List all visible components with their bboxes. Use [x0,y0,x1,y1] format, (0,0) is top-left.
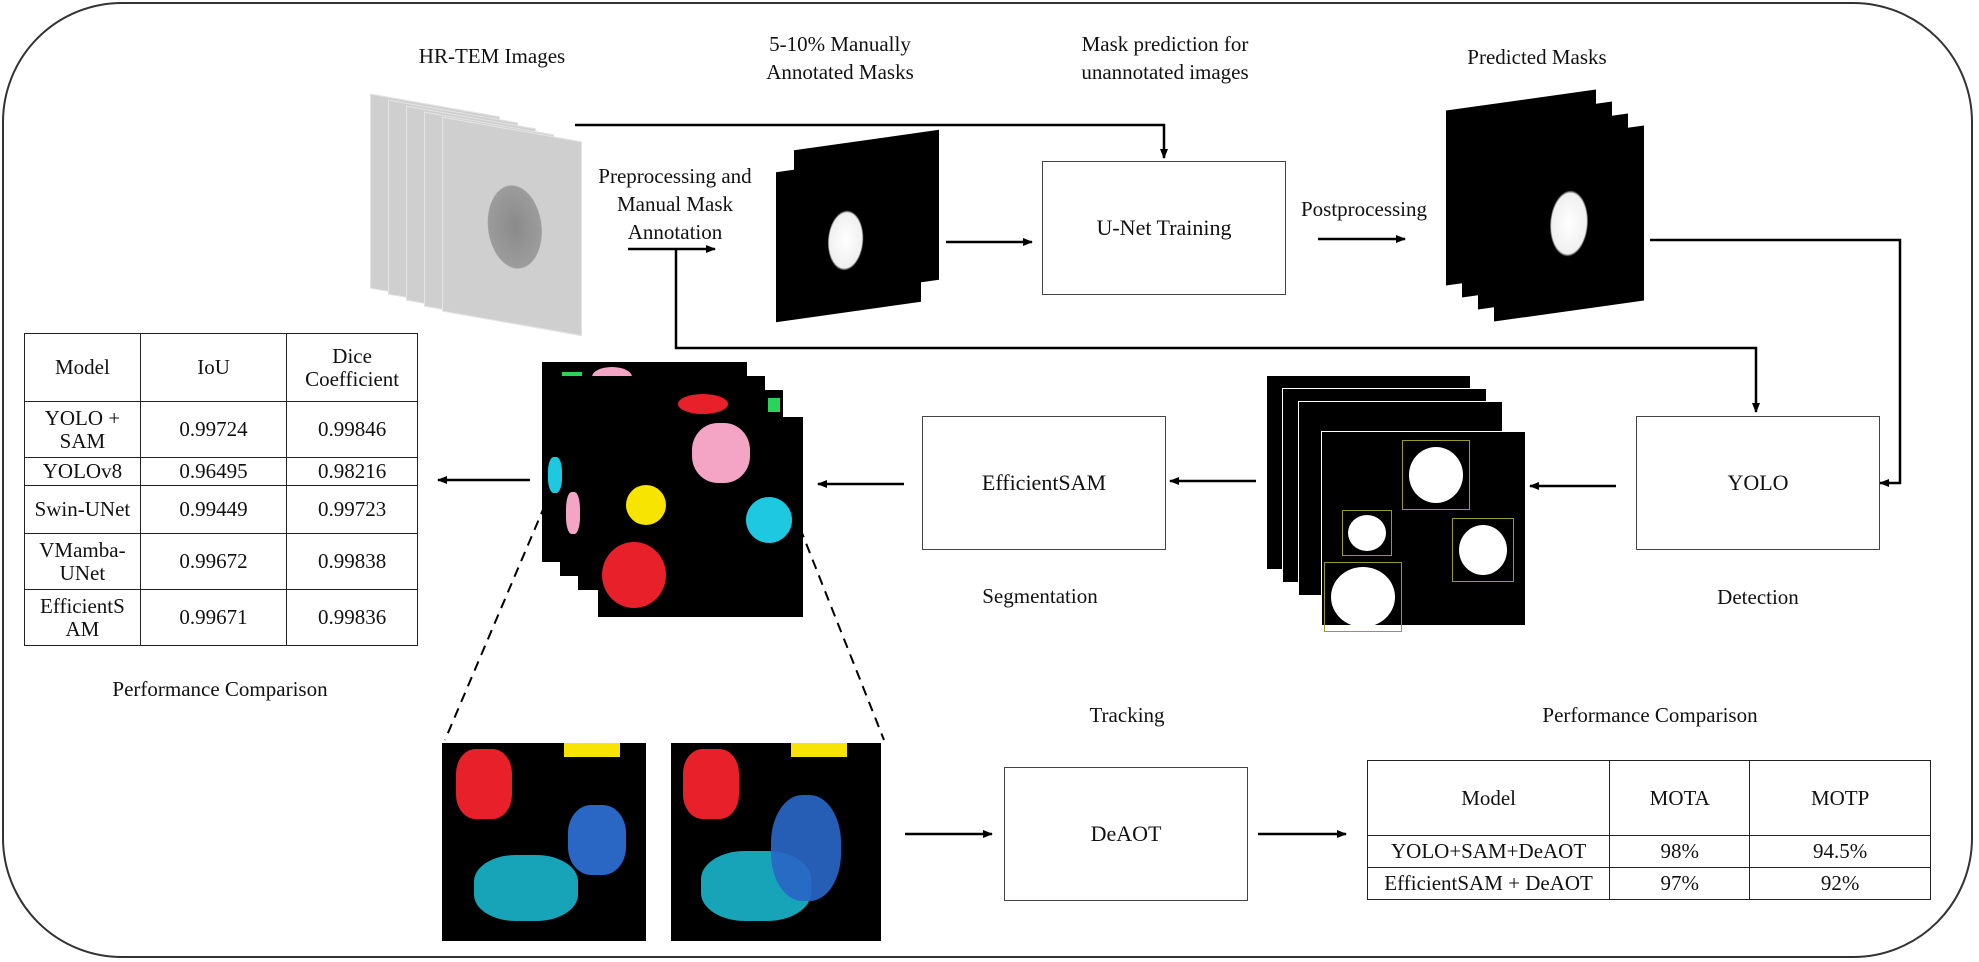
table-cell: 92% [1749,867,1931,900]
segmentation-performance-table: Model IoU Dice Coefficient YOLO + SAM 0.… [24,333,418,646]
label-preprocessing: Preprocessing and Manual Mask Annotation [598,164,752,244]
label-manual-masks: 5-10% Manually Annotated Masks [766,32,914,84]
deaot-box: DeAOT [1004,767,1248,901]
table-cell: 94.5% [1749,835,1931,868]
table-cell: 0.98216 [286,457,418,486]
table-header-cell: Dice Coefficient [286,333,418,402]
table-cell: YOLOv8 [24,457,141,486]
table-header-cell: Model [1366,760,1611,836]
table-cell: Swin-UNet [24,485,141,534]
label-detection: Detection [1717,585,1799,609]
tracking-frame-1 [442,743,646,941]
tracking-performance-table: Model MOTA MOTP YOLO+SAM+DeAOT 98% 94.5%… [1366,760,1931,900]
table-header-cell: MOTA [1609,760,1751,836]
table-cell: 97% [1609,867,1751,900]
table-cell: 0.99671 [139,589,288,646]
hrtem-front-image [442,116,582,337]
yolo-box: YOLO [1636,416,1880,550]
label-mask-prediction: Mask prediction for unannotated images [1081,32,1249,84]
table-header-cell: IoU [139,333,288,402]
table-cell: 0.99672 [139,533,288,590]
table-cell: 0.99449 [139,485,288,534]
table-cell: 0.99838 [286,533,418,590]
detected-particle [1324,562,1402,632]
table-row: YOLO+SAM+DeAOT 98% 94.5% [1366,835,1931,868]
segmentation-stack [542,362,804,620]
detection-stack [1266,375,1531,632]
table-cell: EfficientS AM [24,589,141,646]
table-cell: VMamba- UNet [24,533,141,590]
table-header-row: Model IoU Dice Coefficient [24,333,418,402]
table-header-cell: Model [24,333,141,402]
table-cell: YOLO+SAM+DeAOT [1366,835,1611,868]
table-cell: 0.99723 [286,485,418,534]
detection-front [1321,431,1526,632]
table-row: YOLOv8 0.96495 0.98216 [24,457,418,486]
table-row: YOLO + SAM 0.99724 0.99846 [24,401,418,458]
label-performance-left: Performance Comparison [112,677,328,701]
table-cell: 98% [1609,835,1751,868]
segment-cyan [746,497,792,543]
unet-training-box: U-Net Training [1042,161,1286,295]
hrtem-image-stack [370,93,585,337]
mask-front [776,151,921,323]
detected-particle [1402,440,1470,510]
label-segmentation: Segmentation [982,584,1098,608]
table-header-cell: MOTP [1749,760,1931,836]
table-cell: 0.99724 [139,401,288,458]
label-performance-right: Performance Comparison [1542,703,1758,727]
table-cell: YOLO + SAM [24,401,141,458]
label-predicted-masks: Predicted Masks [1467,45,1607,69]
label-hrtem: HR-TEM Images [418,44,566,68]
arrow-annotation-to-yolo [674,249,1760,413]
zoom-line-left [444,504,546,741]
table-header-row: Model MOTA MOTP [1366,760,1931,836]
table-cell: 0.99836 [286,589,418,646]
segment-yellow [626,485,666,525]
detected-particle [1452,518,1514,582]
table-cell: 0.99846 [286,401,418,458]
manual-mask-stack [776,129,941,330]
arrow-hrtem-to-unet [575,123,1168,159]
segment-red [602,542,666,608]
seg-front [598,417,803,617]
segment-pink [692,423,750,483]
efficientsam-box: EfficientSAM [922,416,1166,550]
table-cell: 0.96495 [139,457,288,486]
pred-mask-front [1494,125,1644,322]
table-row: EfficientS AM 0.99671 0.99836 [24,589,418,646]
table-row: Swin-UNet 0.99449 0.99723 [24,485,418,534]
label-postprocessing: Postprocessing [1301,197,1427,221]
arrow-predicted-to-yolo [1650,238,1902,487]
label-tracking: Tracking [1089,703,1165,727]
predicted-mask-stack [1446,89,1651,330]
table-cell: EfficientSAM + DeAOT [1366,867,1611,900]
detected-particle [1342,510,1392,556]
zoom-line-right [799,527,885,741]
table-row: VMamba- UNet 0.99672 0.99838 [24,533,418,590]
table-row: EfficientSAM + DeAOT 97% 92% [1366,867,1931,900]
tracking-frame-2 [671,743,881,941]
